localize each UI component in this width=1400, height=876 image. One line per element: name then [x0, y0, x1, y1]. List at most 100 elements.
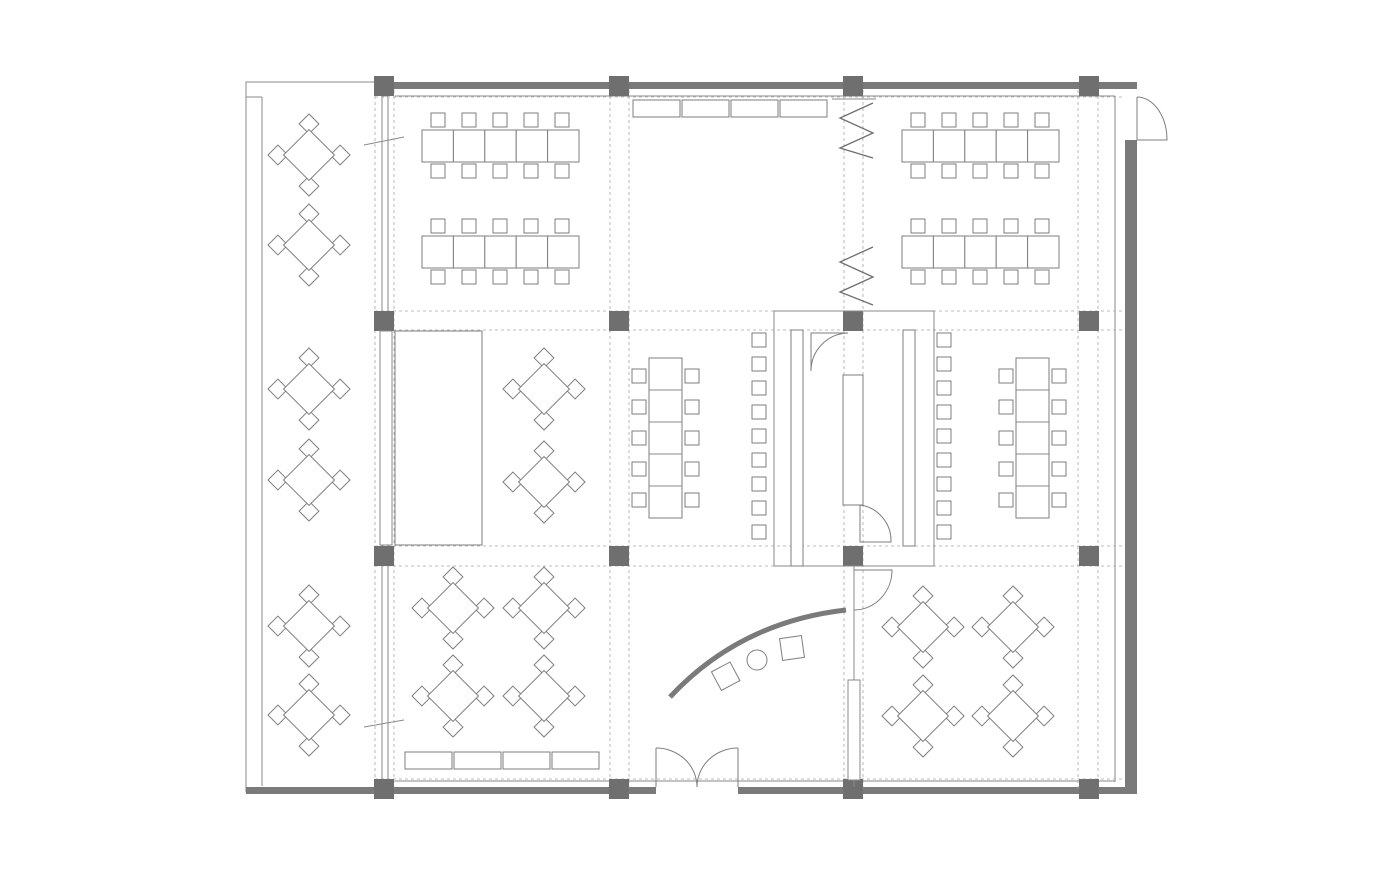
chair — [972, 269, 988, 285]
square-table — [426, 669, 480, 723]
banquet-table-segment — [932, 129, 966, 163]
chair — [329, 378, 351, 400]
chair — [554, 218, 570, 234]
banquet-table-segment — [1027, 235, 1060, 269]
square-table-set — [267, 438, 351, 522]
chair — [684, 399, 700, 415]
chair — [631, 461, 647, 477]
square-table — [282, 362, 336, 416]
chair — [411, 685, 433, 707]
chair — [554, 112, 570, 128]
banquet-table-segment — [964, 129, 997, 163]
sideboard-cabinet — [404, 751, 453, 770]
chair — [492, 218, 508, 234]
stage-screen-wall — [379, 330, 393, 546]
counter-stool — [751, 452, 767, 468]
structural-column — [609, 76, 629, 96]
chair — [998, 399, 1014, 415]
stage-platform — [379, 330, 483, 546]
chair — [564, 685, 586, 707]
chair — [1002, 674, 1024, 696]
south-wall-west — [246, 787, 656, 794]
chair — [430, 163, 446, 179]
banquet-table-segment — [547, 235, 580, 269]
chair — [298, 265, 320, 287]
sideboard-top — [632, 99, 828, 118]
chair — [943, 616, 965, 638]
banquet-table-segment — [452, 129, 486, 163]
square-table-group — [267, 113, 1055, 758]
chair — [492, 112, 508, 128]
banquet-table-segment — [932, 235, 966, 269]
counter-stool — [751, 404, 767, 420]
chair — [298, 175, 320, 197]
chair — [411, 597, 433, 619]
sideboard-cabinet — [551, 751, 600, 770]
chair — [442, 654, 464, 676]
sideboard-cabinet — [779, 99, 828, 118]
chair — [1034, 163, 1050, 179]
chair — [998, 461, 1014, 477]
reception-glazing — [847, 679, 861, 781]
chair — [1034, 218, 1050, 234]
chair — [298, 113, 320, 135]
chair — [1002, 585, 1024, 607]
chair — [1033, 616, 1055, 638]
banquet-table-segment — [452, 235, 486, 269]
chair — [910, 269, 926, 285]
chair — [533, 566, 555, 588]
chair — [972, 163, 988, 179]
banquet-table-set — [901, 112, 1060, 179]
chair — [502, 597, 524, 619]
structural-column — [1079, 311, 1099, 331]
chair — [971, 705, 993, 727]
chair — [533, 440, 555, 462]
chair — [430, 112, 446, 128]
structural-column — [1079, 779, 1099, 799]
chair — [1034, 269, 1050, 285]
structural-column — [609, 311, 629, 331]
boardroom-table — [648, 357, 683, 519]
boardroom-table-set — [998, 357, 1067, 519]
chair — [998, 368, 1014, 384]
sideboard-bottom — [404, 751, 600, 770]
square-table — [426, 581, 480, 635]
counter-stool — [936, 476, 952, 492]
chair — [554, 269, 570, 285]
chair — [941, 269, 957, 285]
chair — [971, 616, 993, 638]
structural-column — [609, 546, 629, 566]
banquet-table-segment — [995, 129, 1029, 163]
counter-stool — [936, 332, 952, 348]
chair — [631, 430, 647, 446]
east-wall — [1125, 140, 1137, 792]
square-table-set — [881, 674, 965, 758]
chair — [298, 438, 320, 460]
sideboard-cabinet — [632, 99, 681, 118]
chair — [461, 112, 477, 128]
chair — [1003, 163, 1019, 179]
chair — [267, 144, 289, 166]
chair — [881, 616, 903, 638]
chair — [473, 597, 495, 619]
square-table — [517, 581, 571, 635]
chair — [533, 347, 555, 369]
counter-stool — [751, 476, 767, 492]
chair — [1051, 368, 1067, 384]
chair — [267, 704, 289, 726]
square-table-set — [267, 673, 351, 757]
chair — [533, 502, 555, 524]
chair — [631, 368, 647, 384]
chair — [442, 716, 464, 738]
square-table — [282, 128, 336, 182]
core-counter-right — [902, 329, 916, 547]
counter-stool — [936, 380, 952, 396]
chair — [998, 430, 1014, 446]
chair — [430, 269, 446, 285]
chair — [523, 218, 539, 234]
chair — [631, 492, 647, 508]
counter-stool — [751, 332, 767, 348]
square-table — [896, 689, 950, 743]
chair — [912, 674, 934, 696]
chair — [910, 112, 926, 128]
